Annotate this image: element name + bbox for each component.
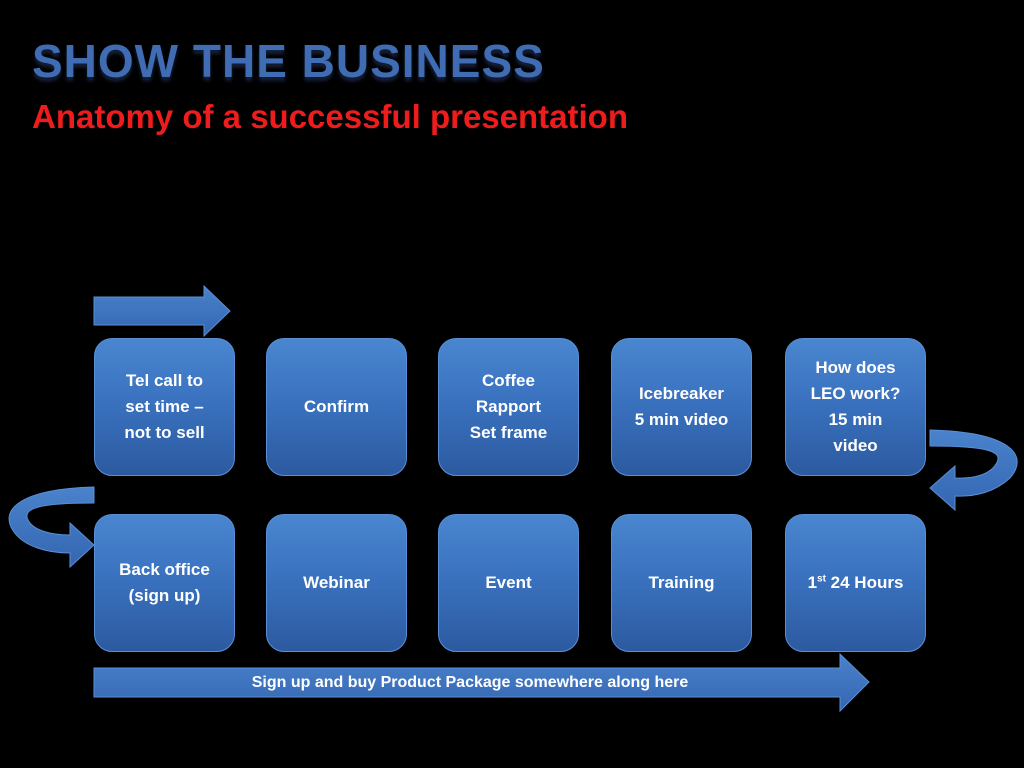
step-how-leo-works-label: How does LEO work? 15 min video (810, 358, 901, 455)
right-uturn-arrow (929, 429, 1018, 512)
slide-subtitle: Anatomy of a successful presentation (32, 98, 628, 135)
step-tel-call: Tel call to set time – not to sell (94, 338, 235, 476)
left-uturn-arrow (8, 486, 95, 569)
step-confirm: Confirm (266, 338, 407, 476)
banner-label: Sign up and buy Product Package somewher… (251, 674, 689, 691)
first-24-superscript: st (817, 573, 826, 585)
step-back-office-label: Back office (sign up) (119, 560, 210, 605)
step-training-label: Training (648, 573, 715, 592)
step-training: Training (611, 514, 752, 652)
slide-title: SHOW THE BUSINESS (32, 35, 545, 87)
first-24-suffix: 24 Hours (825, 573, 904, 592)
step-icebreaker-label: Icebreaker 5 min video (634, 384, 729, 429)
start-arrow (93, 284, 231, 338)
step-webinar: Webinar (266, 514, 407, 652)
step-first-24-hours: 1st 24 Hours (785, 514, 926, 652)
step-icebreaker: Icebreaker 5 min video (611, 338, 752, 476)
step-webinar-label: Webinar (303, 573, 370, 592)
step-first-24-hours-label: 1st 24 Hours (808, 570, 904, 596)
step-how-leo-works: How does LEO work? 15 min video (785, 338, 926, 476)
banner-arrow (93, 652, 870, 713)
step-back-office: Back office (sign up) (94, 514, 235, 652)
step-event: Event (438, 514, 579, 652)
step-confirm-label: Confirm (303, 397, 370, 416)
step-event-label: Event (485, 573, 532, 592)
step-coffee: Coffee Rapport Set frame (438, 338, 579, 476)
first-24-prefix: 1 (807, 573, 818, 592)
step-tel-call-label: Tel call to set time – not to sell (124, 371, 205, 442)
step-coffee-label: Coffee Rapport Set frame (469, 371, 548, 442)
